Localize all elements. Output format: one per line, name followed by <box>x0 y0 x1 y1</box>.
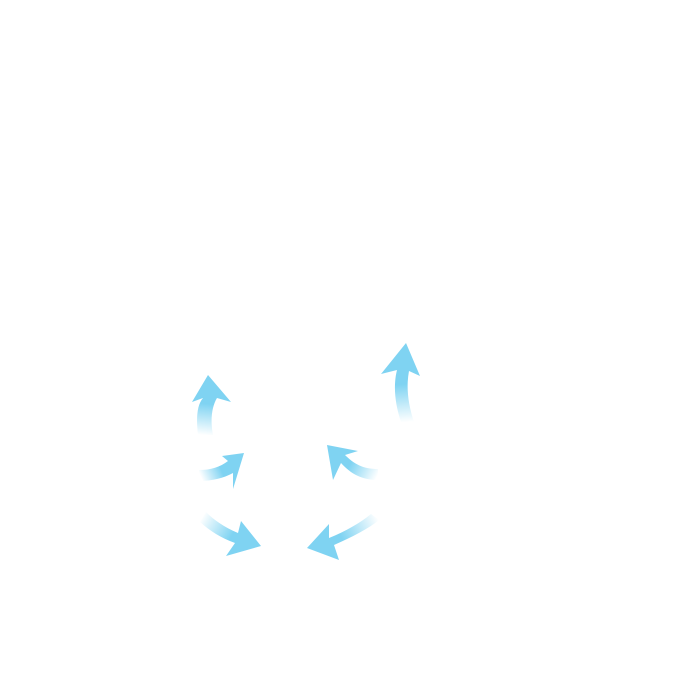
arrow-down-left-icon <box>307 514 379 560</box>
arrow-up-left-icon <box>192 375 231 435</box>
arrow-up-right-icon <box>381 343 420 422</box>
arrow-curve-right-icon <box>199 453 244 489</box>
arrow-down-right-icon <box>200 512 261 556</box>
arrow-curve-left-icon <box>327 445 378 480</box>
